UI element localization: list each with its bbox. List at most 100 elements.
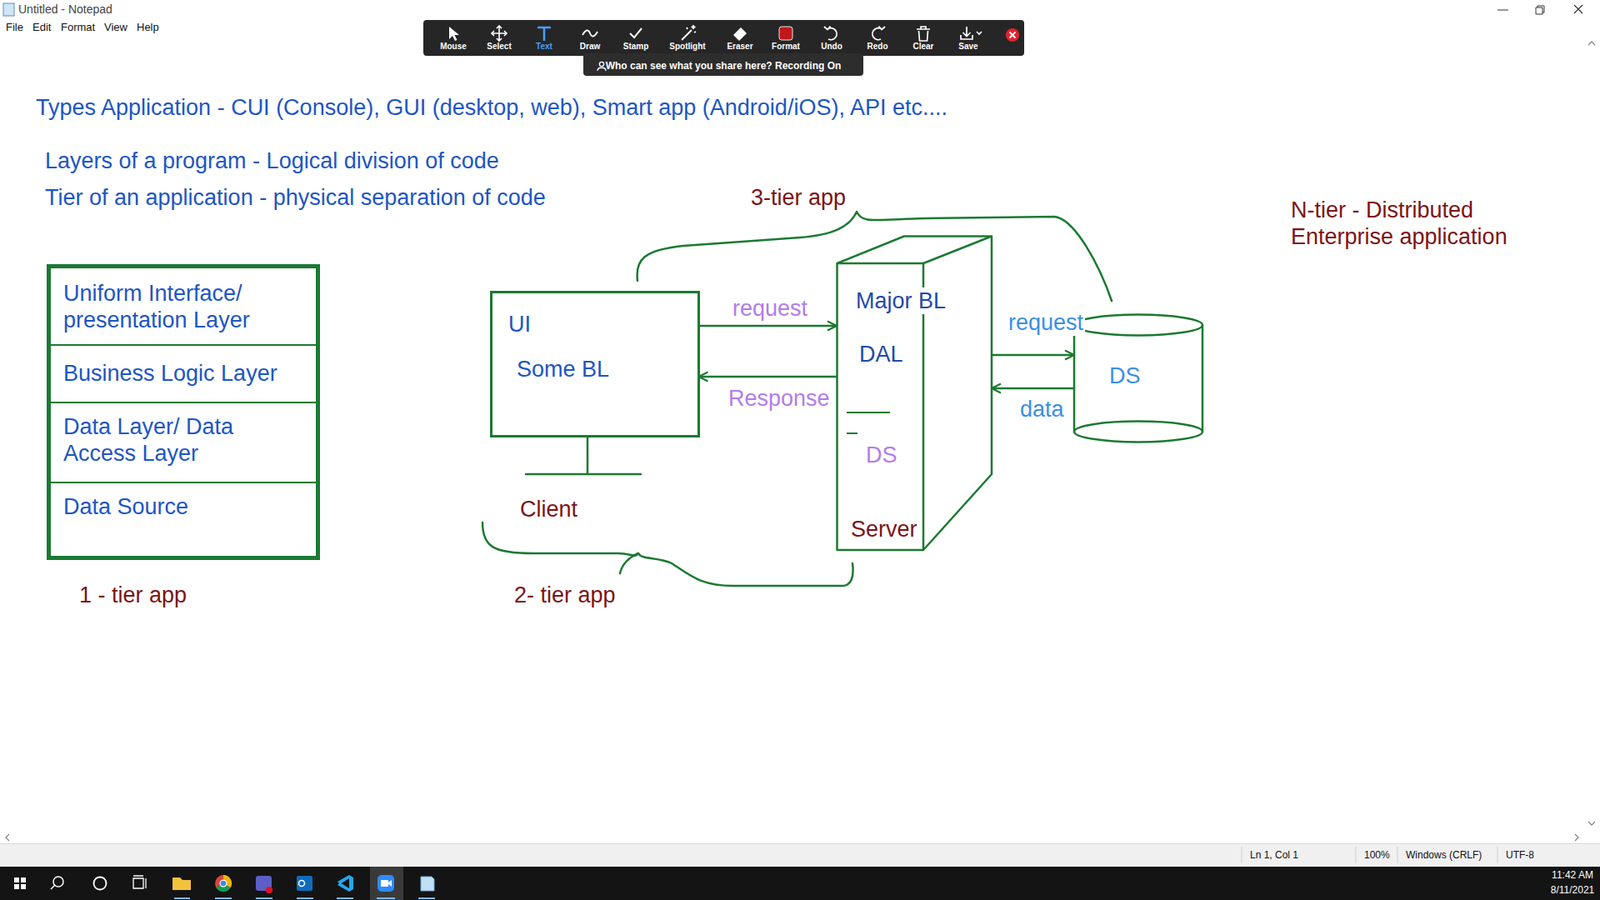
server-side [923,236,992,551]
notepad-icon [420,876,435,891]
vscode-icon [337,875,354,892]
window-title: Untitled - Notepad [18,2,113,17]
layer-label: Business Logic Layer [63,360,289,387]
connector-label: Response [726,385,832,412]
arrow-connector [991,354,1075,357]
server-outline [835,235,995,552]
tier-caption: 1 - tier app [79,581,187,609]
server-dashes [846,412,890,434]
toolbar-label: Select [486,41,511,52]
server-text: Major BL [854,287,948,315]
toolbar-label: Stamp [623,41,650,52]
client-text: Some BL [516,355,610,383]
explorer-icon [172,877,191,890]
layer-label: Uniform Interface/ presentation Layer [63,280,289,334]
status-bar-border [0,843,1600,845]
toolbar-label: Save [958,41,978,52]
note-text: Layers of a program - Logical division o… [45,147,500,175]
save-icon [960,26,982,40]
cylinder-top [1074,315,1203,336]
toolbar-label: Spotlight [669,41,705,52]
toolbar-label: Clear [912,41,934,52]
spotlight-icon [681,25,696,40]
cortana-icon [94,877,107,890]
start-icon [14,877,26,890]
client-text: UI [508,310,531,338]
share-notice: Who can see what you share here? Recordi… [605,60,842,72]
datastore-label: DS [1109,362,1141,390]
outlook-icon-mark [299,880,305,887]
status-text: Ln 1, Col 1 [1250,849,1299,861]
clock-text: 8/11/2021 [1550,884,1595,896]
task-view-icon [133,875,146,889]
note-text: Types Application - CUI (Console), GUI (… [35,94,948,121]
connector-label: request [1006,309,1085,336]
active-app-highlight [370,866,404,900]
menu-item: Edit [32,20,51,35]
clock-text: 11:42 AM [1551,869,1594,881]
tier-stack: 1 - tier appUniform Interface/ presentat… [46,264,320,560]
undo-icon [824,26,837,40]
chrome-icon-center [220,880,227,887]
scroll-up-arrow [1588,41,1595,45]
toolbar-label: Draw [580,41,600,52]
menu-item: File [5,20,24,35]
zoom-icon-camera [380,880,392,887]
client-monitor: UISome BLClient [490,290,700,438]
two-tier-bracket-tip [620,553,639,574]
menu-item: Format [60,20,95,35]
share-notice-bar [583,53,864,76]
client-caption: Client [520,495,578,523]
layer-band: Business Logic Layer [50,345,316,404]
redo-icon [872,26,885,40]
draw-icon [582,30,598,36]
person-icon [599,61,604,66]
note-text: Tier of an application - physical separa… [45,184,546,211]
toolbar-label: Mouse [440,41,467,52]
person-icon-body [597,67,606,71]
restore-button [1535,5,1545,15]
chrome-icon [215,875,232,892]
close-button [1574,5,1583,14]
menu-item: View [104,20,128,35]
taskbar-ground [0,866,1600,900]
layer-label: Data Source [63,493,289,520]
arrow-connector [991,387,1075,390]
minimize-button [1497,10,1509,11]
status-text: 100% [1364,849,1390,861]
datastore-cylinder: DS [1071,313,1205,444]
shape-strokes [1074,315,1203,443]
title-bar [3,3,1583,16]
server-caption: Server [849,515,920,543]
taskbar [0,866,1600,900]
search-icon-handle [50,885,55,890]
close-toolbar-cross [1010,32,1016,39]
stamp-icon [630,28,642,38]
annotation-ink [482,211,1112,586]
status-bar [0,843,1600,867]
server-box: Major BLDALDSServer [835,235,995,552]
teams-badge [265,886,273,894]
text-icon [537,27,551,41]
layer-band: Uniform Interface/ presentation Layer [50,268,316,346]
toolbar-label: Undo [820,41,843,52]
layer-band: Data Layer/ Data Access Layer [50,403,316,484]
tier-label: N-tier - Distributed Enterprise applicat… [1290,196,1541,250]
chrome-icon-ring [220,880,228,888]
select-icon [491,25,507,41]
scroll-bars [5,41,1595,841]
layer-label: Data Layer/ Data Access Layer [63,413,289,467]
tier-label: 2- tier app [514,581,616,609]
server-text: DAL [857,340,905,368]
arrow-connector [699,325,838,328]
mouse-icon [449,26,460,41]
status-text: Windows (CRLF) [1405,849,1482,861]
layer-band: Data Source [50,483,316,556]
connector-label: data [1018,395,1066,423]
tier-label: 3-tier app [750,184,846,211]
status-separators [1241,846,1498,864]
clear-icon [916,26,930,41]
eraser-icon [733,27,747,41]
